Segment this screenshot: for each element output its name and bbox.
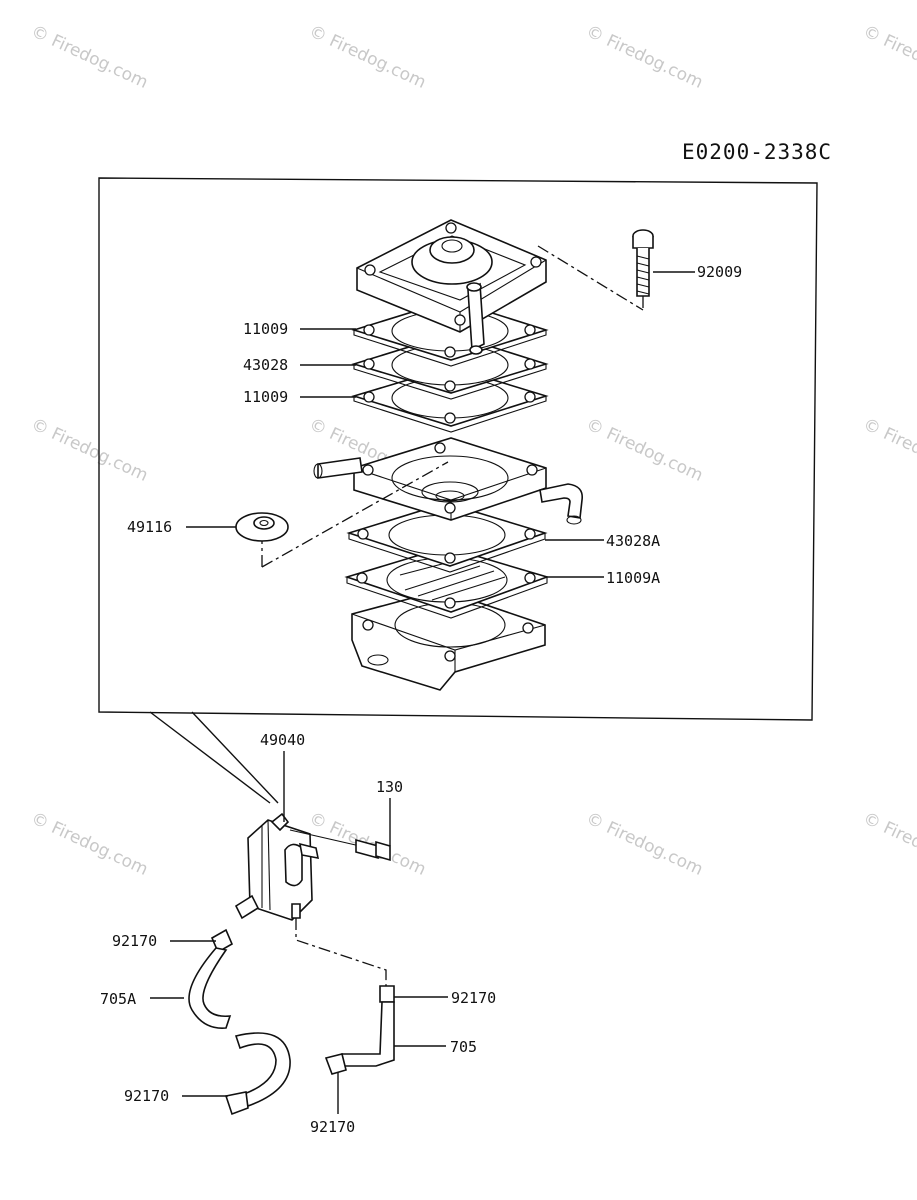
leader-lines <box>150 271 695 1114</box>
label-screw: 92009 <box>697 263 742 281</box>
label-diaphragm-lower: 11009A <box>606 569 660 587</box>
watermark: © Firedog.com <box>860 414 917 486</box>
label-gasket-top: 43028 <box>243 356 288 374</box>
label-fuel-pump: 49040 <box>260 731 305 749</box>
screw-dashline <box>537 245 644 311</box>
bolt-130 <box>289 829 391 862</box>
watermark: © Firedog.com <box>583 414 706 486</box>
hose-dashline <box>295 918 387 986</box>
hose-705a <box>188 928 291 1116</box>
watermark: © Firedog.com <box>860 808 917 880</box>
label-bolt: 130 <box>376 778 403 796</box>
fuel-pump-49040 <box>234 812 320 921</box>
pump-body-middle <box>313 437 584 525</box>
diagram-code: E0200-2338C <box>682 140 832 164</box>
watermark: © Firedog.com <box>306 21 429 93</box>
valve-49116 <box>235 512 289 542</box>
label-diaphragm-mid: 11009 <box>243 388 288 406</box>
label-clamp-lower-right: 92170 <box>310 1118 355 1136</box>
label-hose-left: 705A <box>100 990 136 1008</box>
pump-body-bottom <box>351 589 546 691</box>
label-hose-right: 705 <box>450 1038 477 1056</box>
screw-92009 <box>632 229 654 297</box>
label-diaphragm-top: 11009 <box>243 320 288 338</box>
pump-top-cover <box>356 219 547 355</box>
label-clamp-lower-left: 92170 <box>124 1087 169 1105</box>
label-valve: 49116 <box>127 518 172 536</box>
watermark: © Firedog.com <box>28 414 151 486</box>
detail-frame <box>98 177 818 721</box>
watermark: © Firedog.com <box>28 21 151 93</box>
label-clamp-upper-left: 92170 <box>112 932 157 950</box>
detail-callout-line <box>149 711 271 804</box>
valve-dashline <box>261 461 449 568</box>
part-labels: 92009 11009 43028 11009 49116 43028A 110… <box>100 263 742 1136</box>
label-gasket-lower: 43028A <box>606 532 660 550</box>
watermark: © Firedog.com <box>583 808 706 880</box>
detail-callout-line <box>191 711 279 804</box>
label-clamp-upper-right: 92170 <box>451 989 496 1007</box>
watermark: © Firedog.com <box>860 21 917 93</box>
hose-705 <box>324 985 395 1075</box>
watermark: © Firedog.com <box>28 808 151 880</box>
watermark: © Firedog.com <box>583 21 706 93</box>
